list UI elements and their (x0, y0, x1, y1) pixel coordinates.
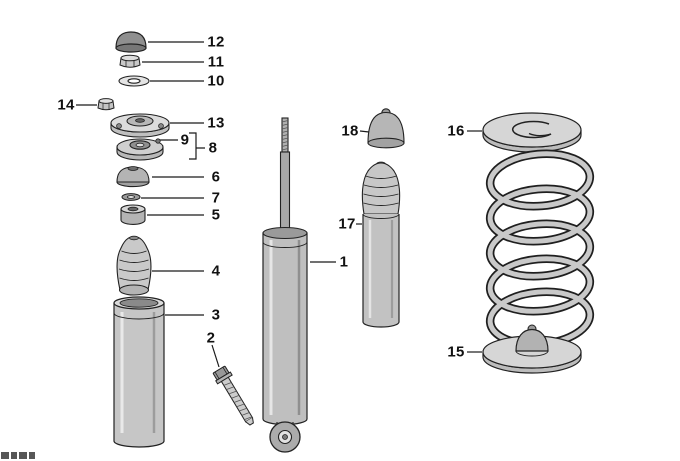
part-tube-3 (113, 296, 165, 448)
part-label-4: 4 (211, 262, 221, 280)
part-buffer-6 (116, 166, 150, 188)
part-label-6: 6 (211, 168, 221, 186)
part-label-10: 10 (207, 72, 225, 90)
part-shock-absorber-1 (262, 117, 308, 453)
part-label-17: 17 (338, 215, 356, 233)
part-label-14: 14 (57, 96, 75, 114)
part-spring-pad-15 (482, 324, 582, 374)
part-label-1: 1 (339, 253, 349, 271)
part-label-8: 8 (208, 139, 218, 157)
part-washer-10 (118, 75, 150, 87)
part-bolt-2 (212, 365, 254, 426)
part-label-7: 7 (211, 189, 221, 207)
part-bushing-5 (120, 204, 146, 225)
part-nut-14 (97, 98, 115, 111)
part-spring-pad-16 (482, 112, 582, 153)
part-label-9: 9 (180, 131, 190, 149)
coil-spring (485, 149, 595, 349)
part-label-2: 2 (206, 329, 216, 347)
part-label-15: 15 (447, 343, 465, 361)
part-cap-12 (115, 31, 147, 53)
part-label-11: 11 (207, 53, 225, 71)
part-label-12: 12 (207, 33, 225, 51)
watermark-artifact (1, 452, 35, 459)
part-label-13: 13 (207, 114, 225, 132)
part-support-8-9 (116, 138, 164, 161)
part-label-16: 16 (447, 122, 465, 140)
part-label-5: 5 (211, 206, 221, 224)
part-plate-13 (110, 113, 170, 138)
part-dust-tube-17 (361, 161, 401, 328)
part-ring-7 (121, 193, 141, 201)
leader-lines (76, 41, 482, 368)
part-nut-11 (119, 54, 141, 68)
part-label-18: 18 (341, 122, 359, 140)
part-bumpstop-4 (116, 235, 152, 296)
part-cap-18 (367, 108, 405, 149)
part-label-3: 3 (211, 306, 221, 324)
